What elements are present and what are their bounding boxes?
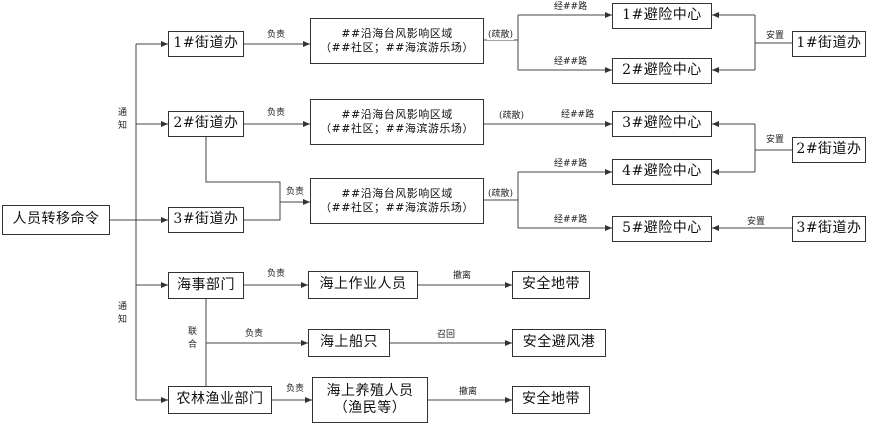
label-via-road-4: 经##路 xyxy=(553,159,589,169)
shelter-center-4: 4#避险中心 xyxy=(612,159,712,185)
impact-zone-3-title: ##沿海台风影响区域 xyxy=(341,187,453,201)
label-via-road-2: 经##路 xyxy=(553,57,589,67)
label-responsible-1: 负责 xyxy=(266,30,287,40)
resettle-street-office-2: 2#街道办 xyxy=(792,137,866,163)
safe-zone-1: 安全地带 xyxy=(512,271,590,299)
maritime-department: 海事部门 xyxy=(168,272,244,299)
street-office-2-label: 2#街道办 xyxy=(173,115,239,132)
impact-zone-2-subtitle: （##社区；##海滨游乐场） xyxy=(320,122,474,135)
label-responsible-5: 负责 xyxy=(244,329,265,339)
resettle-street-office-3-label: 3#街道办 xyxy=(796,220,862,237)
street-office-3: 3#街道办 xyxy=(168,207,244,233)
impact-zone-2-title: ##沿海台风影响区域 xyxy=(341,108,453,122)
label-recall: 召回 xyxy=(436,330,457,340)
sea-farmers: 海上养殖人员 （渔民等） xyxy=(312,377,428,423)
label-via-road-5: 经##路 xyxy=(553,215,589,225)
resettle-street-office-2-label: 2#街道办 xyxy=(796,141,862,158)
label-evacuate-1: (疏散) xyxy=(487,30,515,40)
label-via-road-3: 经##路 xyxy=(560,110,596,120)
agri-fishery-department-label: 农林渔业部门 xyxy=(176,391,264,408)
resettle-street-office-3: 3#街道办 xyxy=(792,216,866,242)
edge-street2-zone3 xyxy=(205,137,310,205)
safe-zone-2: 安全地带 xyxy=(512,386,590,414)
safe-harbor-label: 安全避风港 xyxy=(522,334,596,351)
personnel-transfer-command: 人员转移命令 xyxy=(2,205,110,235)
impact-zone-2: ##沿海台风影响区域 （##社区；##海滨游乐场） xyxy=(310,99,484,145)
shelter-center-5-label: 5#避险中心 xyxy=(622,220,702,237)
street-office-1: 1#街道办 xyxy=(168,31,244,57)
label-evacuate-2: (疏散) xyxy=(498,111,526,121)
shelter-center-3-label: 3#避险中心 xyxy=(622,115,702,132)
edge-street3-zone3 xyxy=(244,202,281,221)
label-responsible-4: 负责 xyxy=(266,269,287,279)
impact-zone-3: ##沿海台风影响区域 （##社区；##海滨游乐场） xyxy=(310,178,484,224)
sea-ships-label: 海上船只 xyxy=(320,334,378,351)
street-office-2: 2#街道办 xyxy=(168,111,244,137)
street-office-1-label: 1#街道办 xyxy=(173,35,239,52)
shelter-center-1-label: 1#避险中心 xyxy=(622,7,702,24)
shelter-center-5: 5#避险中心 xyxy=(612,216,712,242)
sea-farmers-sublabel: （渔民等） xyxy=(333,400,407,416)
impact-zone-1: ##沿海台风影响区域 （##社区；##海滨游乐场） xyxy=(310,18,484,64)
agri-fishery-department: 农林渔业部门 xyxy=(168,386,272,414)
resettle-street-office-1-label: 1#街道办 xyxy=(796,35,862,52)
label-notify-bottom: 通知 xyxy=(117,300,128,328)
shelter-center-1: 1#避险中心 xyxy=(612,3,712,29)
sea-workers-label: 海上作业人员 xyxy=(319,276,407,293)
impact-zone-1-title: ##沿海台风影响区域 xyxy=(341,27,453,41)
street-office-3-label: 3#街道办 xyxy=(173,211,239,228)
command-label: 人员转移命令 xyxy=(12,211,100,228)
impact-zone-3-subtitle: （##社区；##海滨游乐场） xyxy=(320,201,474,214)
label-resettle-2: 安置 xyxy=(765,135,786,145)
label-withdraw-1: 撤离 xyxy=(452,271,473,281)
impact-zone-1-subtitle: （##社区；##海滨游乐场） xyxy=(320,41,474,54)
sea-workers: 海上作业人员 xyxy=(308,271,418,299)
maritime-department-label: 海事部门 xyxy=(177,276,235,293)
shelter-center-2-label: 2#避险中心 xyxy=(622,62,702,79)
safe-harbor: 安全避风港 xyxy=(512,329,606,357)
shelter-center-2: 2#避险中心 xyxy=(612,58,712,84)
label-joint: 联合 xyxy=(187,325,198,353)
sea-ships: 海上船只 xyxy=(308,329,390,357)
sea-farmers-label: 海上养殖人员 xyxy=(326,382,414,399)
label-resettle-1: 安置 xyxy=(765,31,786,41)
label-responsible-3: 负责 xyxy=(285,187,306,197)
shelter-center-3: 3#避险中心 xyxy=(612,111,712,137)
label-responsible-6: 负责 xyxy=(285,384,306,394)
label-via-road-1: 经##路 xyxy=(553,2,589,12)
label-responsible-2: 负责 xyxy=(266,108,287,118)
label-notify-top: 通知 xyxy=(117,106,128,134)
label-evacuate-3: (疏散) xyxy=(487,189,515,199)
label-resettle-3: 安置 xyxy=(746,217,767,227)
safe-zone-1-label: 安全地带 xyxy=(522,276,580,293)
shelter-center-4-label: 4#避险中心 xyxy=(622,163,702,180)
label-withdraw-2: 撤离 xyxy=(458,387,479,397)
safe-zone-2-label: 安全地带 xyxy=(522,391,580,408)
resettle-street-office-1: 1#街道办 xyxy=(792,31,866,57)
